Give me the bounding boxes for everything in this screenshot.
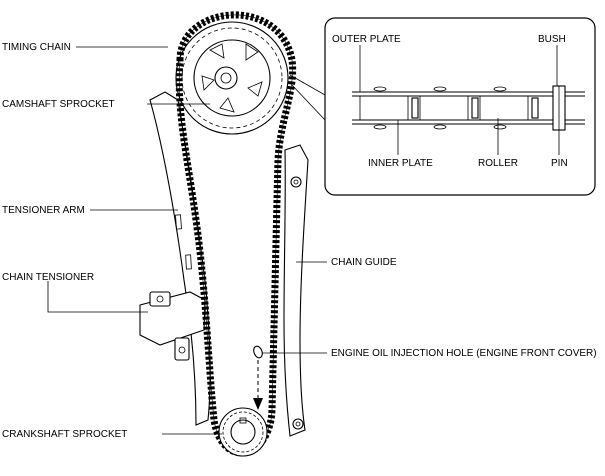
camshaft-sprocket [175,21,289,135]
bush-label: BUSH [538,34,566,45]
chain-tensioner [139,291,206,361]
crankshaft-sprocket [218,407,268,457]
leader-lines [47,46,327,435]
chain-guide [283,144,309,437]
oil-injection-hole [253,345,263,410]
pin-label: PIN [551,158,568,169]
tensioner-arm [149,91,211,426]
outer-plate-rivets [373,86,507,130]
camshaft-sprocket-label: CAMSHAFT SPROCKET [2,99,115,110]
chain-guide-bolts [290,176,304,430]
oil-injection-hole-label: ENGINE OIL INJECTION HOLE (ENGINE FRONT … [331,348,597,359]
roller-label: ROLLER [478,158,518,169]
tensioner-arm-label: TENSIONER ARM [2,205,85,216]
timing-chain-label: TIMING CHAIN [2,42,71,53]
chain-tensioner-label: CHAIN TENSIONER [2,272,94,283]
chain-guide-label: CHAIN GUIDE [331,257,397,268]
outer-plate-label: OUTER PLATE [332,34,401,45]
chain-side-view [352,85,585,131]
inner-plate-label: INNER PLATE [368,158,433,169]
chain-detail-inset: OUTER PLATE BUSH INNER PLATE ROLLER PIN [289,17,596,196]
crankshaft-sprocket-label: CRANKSHAFT SPROCKET [2,429,127,440]
